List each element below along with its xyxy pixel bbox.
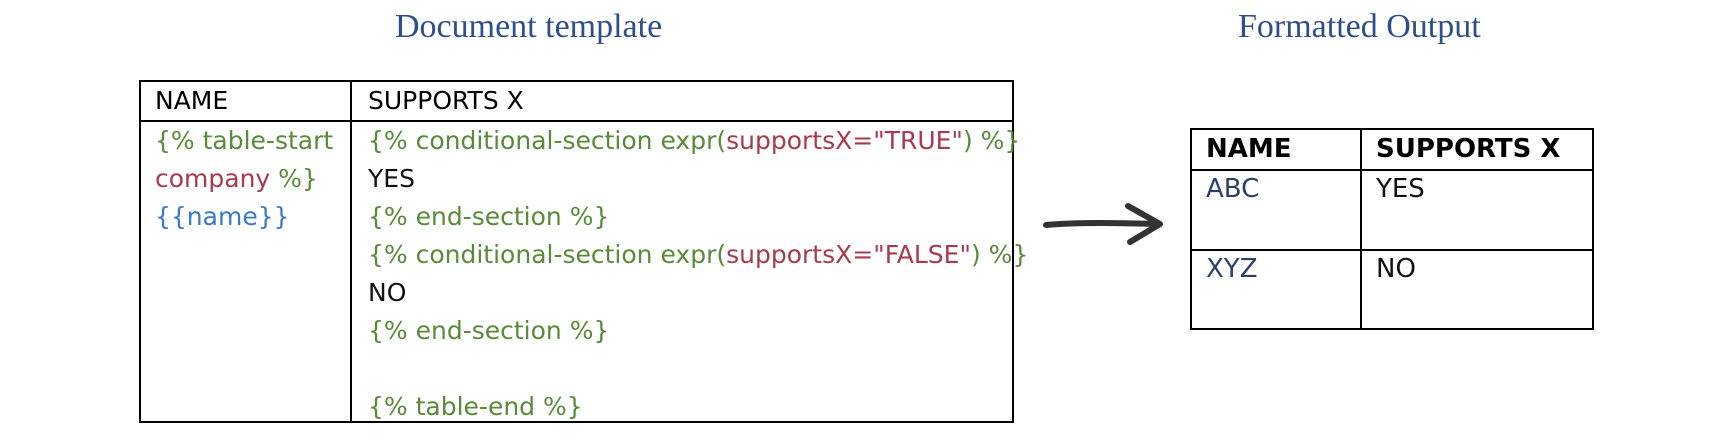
table-end-tag: {% table-end %} xyxy=(368,392,583,421)
output-header-supports: SUPPORTS X xyxy=(1376,134,1561,164)
output-heading: Formatted Output xyxy=(1238,8,1481,45)
output-row-name: XYZ xyxy=(1206,254,1258,284)
template-table: NAME SUPPORTS X {% table-start company %… xyxy=(139,80,1028,423)
name-placeholder: {{name}} xyxy=(155,202,290,231)
conditional-false-line: {% conditional-section expr(supportsX="F… xyxy=(368,236,1028,274)
conditional-close: ) %} xyxy=(970,240,1029,269)
yes-text: YES xyxy=(368,164,415,193)
output-header-name: NAME xyxy=(1206,134,1292,164)
output-row-supports: NO xyxy=(1376,254,1416,284)
table-start-close: %} xyxy=(270,164,318,193)
template-header-supports: SUPPORTS X xyxy=(368,86,524,115)
conditional-close: ) %} xyxy=(962,126,1021,155)
template-header-name: NAME xyxy=(155,86,229,115)
output-column-divider xyxy=(1360,130,1362,328)
no-text: NO xyxy=(368,278,407,307)
template-header-divider xyxy=(141,120,1012,122)
output-table: NAME SUPPORTS X ABC YES XYZ NO xyxy=(1190,128,1594,330)
template-name-cell: {% table-start company %} {{name}} xyxy=(155,122,333,236)
template-supports-cell: {% conditional-section expr(supportsX="T… xyxy=(368,122,1028,426)
table-start-field-line: company %} xyxy=(155,160,333,198)
output-row-divider xyxy=(1192,249,1592,251)
end-section-tag: {% end-section %} xyxy=(368,202,610,231)
end-section-tag: {% end-section %} xyxy=(368,316,610,345)
template-column-divider xyxy=(350,82,352,421)
right-arrow-icon xyxy=(1040,200,1170,252)
output-header-divider xyxy=(1192,169,1592,171)
table-start-tag: {% table-start xyxy=(155,126,334,155)
template-heading: Document template xyxy=(395,8,663,45)
conditional-true-line: {% conditional-section expr(supportsX="T… xyxy=(368,122,1028,160)
company-field: company xyxy=(155,164,271,193)
output-row-name: ABC xyxy=(1206,174,1260,204)
conditional-expr-true: supportsX="TRUE" xyxy=(726,126,963,155)
conditional-open: {% conditional-section expr( xyxy=(368,240,727,269)
output-row-supports: YES xyxy=(1376,174,1425,204)
conditional-open: {% conditional-section expr( xyxy=(368,126,727,155)
conditional-expr-false: supportsX="FALSE" xyxy=(726,240,971,269)
blank-line xyxy=(368,350,1028,388)
